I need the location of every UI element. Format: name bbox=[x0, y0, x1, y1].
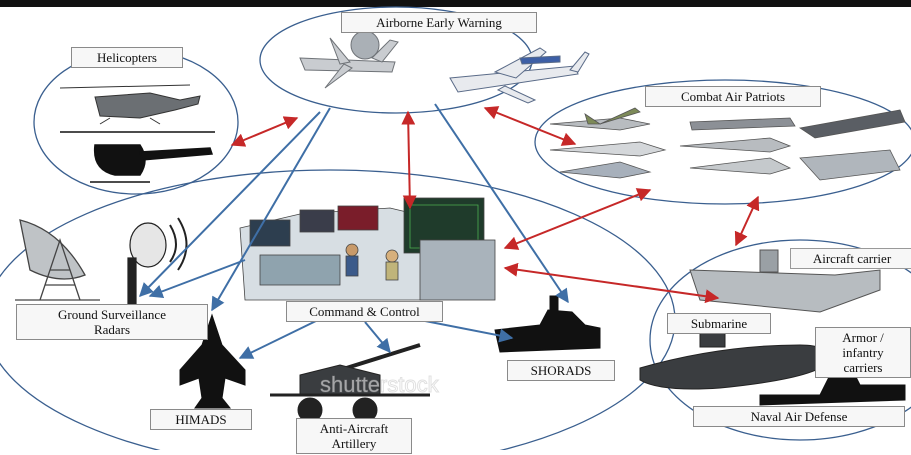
label-aircraft-carrier: Aircraft carrier bbox=[790, 248, 911, 269]
arrow-c2-to-shorads bbox=[419, 319, 514, 343]
label-himads: HIMADS bbox=[150, 409, 252, 430]
aircraft-carrier-icon bbox=[689, 249, 881, 313]
command-center-icon bbox=[239, 197, 496, 301]
helicopter-1-icon bbox=[59, 84, 201, 125]
top-bar bbox=[0, 0, 911, 7]
arrow-c2-naval bbox=[503, 262, 720, 304]
arrow-cap-c2 bbox=[503, 188, 652, 250]
label-aaa-line2: Artillery bbox=[331, 436, 377, 451]
arrow-c2-to-aaa bbox=[364, 321, 391, 354]
label-helicopters: Helicopters bbox=[71, 47, 183, 68]
label-aaa-line1: Anti-Aircraft bbox=[319, 421, 389, 436]
label-ground-line2: Radars bbox=[93, 322, 131, 337]
arrow-aew-c2 bbox=[401, 110, 417, 210]
himads-jet-icon bbox=[179, 313, 246, 409]
arrow-aew-helicopters bbox=[230, 116, 299, 147]
arrow-cap-carrier bbox=[734, 195, 760, 247]
aew-aircraft-1-icon bbox=[299, 30, 399, 89]
arrow-aew-to-himads bbox=[211, 107, 331, 312]
arrow-c2-to-himads bbox=[238, 319, 319, 359]
label-airborne-early-warning: Airborne Early Warning bbox=[341, 12, 537, 33]
armor-carrier-icon bbox=[759, 374, 906, 406]
radar-dish-icon bbox=[15, 219, 100, 301]
watermark: shutterstock bbox=[320, 372, 440, 397]
label-armor-line3: carriers bbox=[843, 360, 883, 375]
label-armor-line2: infantry bbox=[842, 345, 884, 360]
label-submarine: Submarine bbox=[667, 313, 771, 334]
label-command-control: Command & Control bbox=[286, 301, 443, 322]
cap-fighters-icon bbox=[549, 107, 906, 181]
label-ground-line1: Ground Surveillance bbox=[58, 307, 166, 322]
submarine-icon bbox=[639, 332, 831, 390]
radar-mast-icon bbox=[127, 217, 188, 305]
arrow-aew-cap bbox=[483, 106, 577, 146]
shorads-vehicle-icon bbox=[494, 295, 601, 353]
label-combat-air-patriots: Combat Air Patriots bbox=[645, 86, 821, 107]
label-armor-infantry-carriers: Armor / infantry carriers bbox=[815, 327, 911, 378]
label-anti-aircraft-artillery: Anti-Aircraft Artillery bbox=[296, 418, 412, 454]
arrow-c2-to-radars bbox=[148, 259, 246, 299]
aew-aircraft-2-icon bbox=[449, 47, 590, 104]
label-naval-air-defense: Naval Air Defense bbox=[693, 406, 905, 427]
helicopter-2-icon bbox=[60, 131, 215, 183]
naval-circle bbox=[649, 239, 911, 441]
red-arrows bbox=[230, 106, 760, 304]
label-ground-surveillance-radars: Ground Surveillance Radars bbox=[16, 304, 208, 340]
label-armor-line1: Armor / bbox=[842, 330, 884, 345]
label-shorads: SHORADS bbox=[507, 360, 615, 381]
